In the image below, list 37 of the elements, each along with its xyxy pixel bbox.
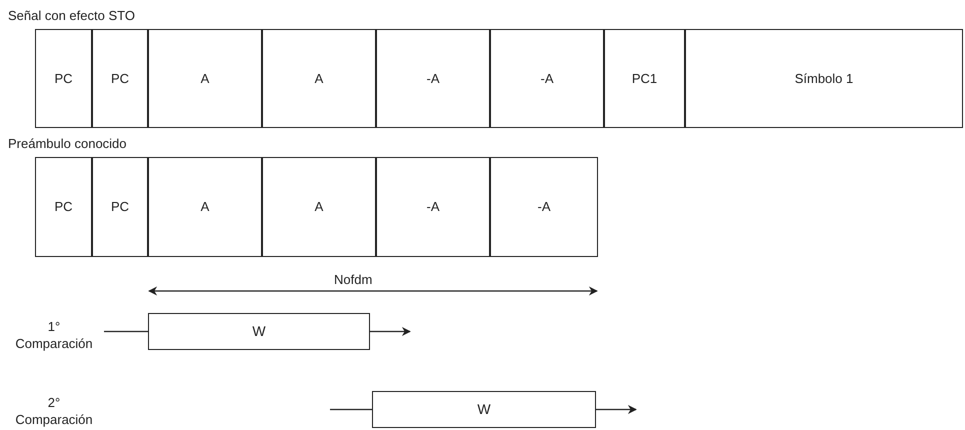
cell-text: PC <box>54 70 73 88</box>
cell-text: -A <box>426 198 440 216</box>
arrow <box>370 327 411 336</box>
cell-text: W <box>252 322 266 341</box>
symbol-cell <box>490 29 604 128</box>
connector-line <box>330 408 372 410</box>
cell-text: Símbolo 1 <box>794 70 854 88</box>
cell-text: A <box>200 198 210 216</box>
cell-text: PC <box>54 198 73 216</box>
dimension-label: Nofdm <box>334 271 372 289</box>
cell-text: -A <box>426 70 440 88</box>
window-box <box>372 391 596 428</box>
symbol-cell <box>262 29 376 128</box>
symbol-cell <box>148 157 262 257</box>
symbol-cell <box>148 29 262 128</box>
symbol-cell <box>376 157 490 257</box>
symbol-cell <box>262 157 376 257</box>
arrow <box>596 405 637 414</box>
comparison-label: 2° Comparación <box>14 394 94 428</box>
comparison-label: 1° Comparación <box>14 318 94 352</box>
cell-text: A <box>314 198 324 216</box>
symbol-cell <box>92 29 148 128</box>
cell-text: PC <box>110 198 130 216</box>
cell-text: A <box>314 70 324 88</box>
cell-text: A <box>200 70 210 88</box>
window-box <box>148 313 370 350</box>
symbol-cell <box>604 29 685 128</box>
cell-text: W <box>477 400 491 419</box>
connector-line <box>104 330 148 332</box>
symbol-cell <box>92 157 148 257</box>
cell-text: -A <box>538 198 550 216</box>
cell-text: -A <box>540 70 554 88</box>
cell-text: PC1 <box>632 70 658 88</box>
symbol-cell <box>376 29 490 128</box>
row-heading: Preámbulo conocido <box>8 135 127 153</box>
cell-text: PC <box>110 70 130 88</box>
row-heading: Señal con efecto STO <box>8 7 135 25</box>
